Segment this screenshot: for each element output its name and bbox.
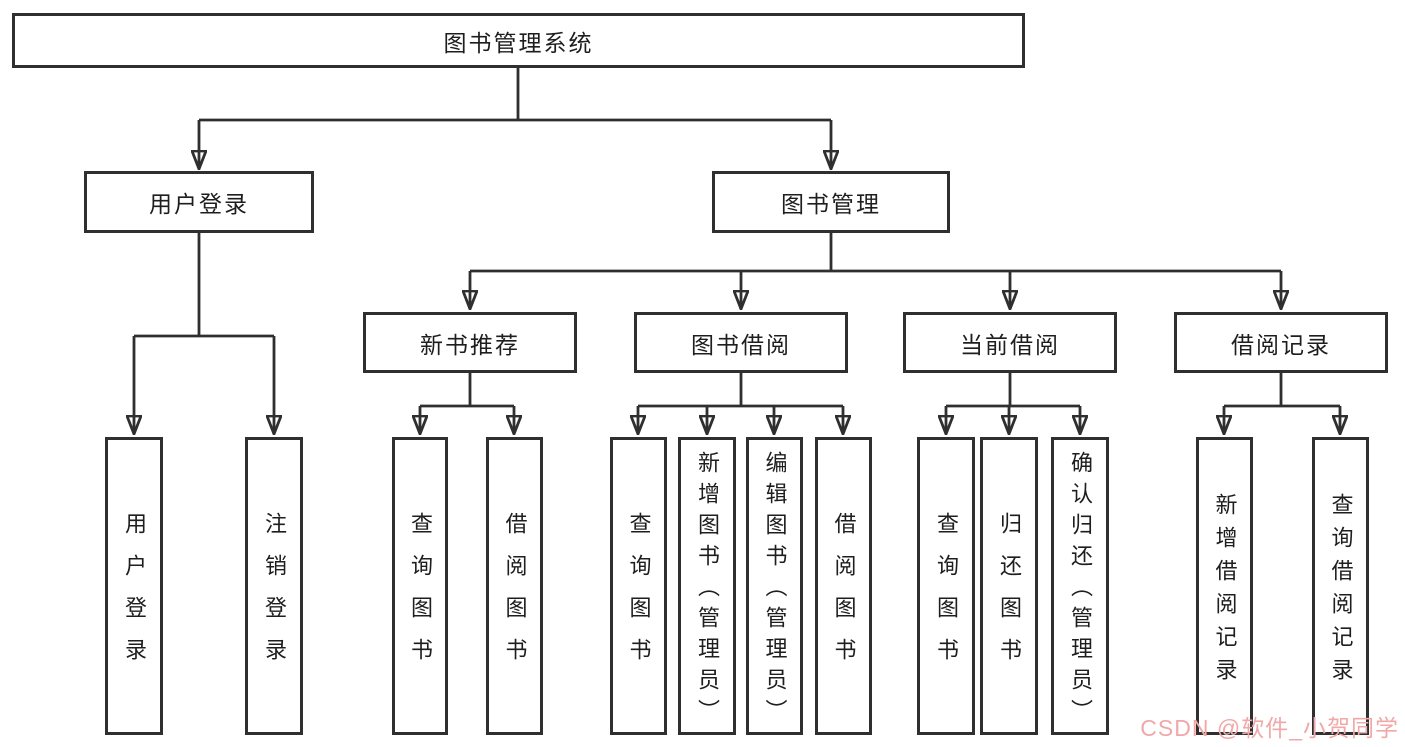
leaf-record-query: 查询借阅记录 <box>1312 437 1369 735</box>
leaf-label: 查询图书 <box>408 512 433 680</box>
leaf-label: 借阅图书 <box>831 512 857 680</box>
node-new-books: 新书推荐 <box>363 312 577 373</box>
leaf-borrow-book: 借阅图书 <box>815 437 872 735</box>
edges-root <box>199 68 831 169</box>
leaf-label: 注销登录 <box>262 512 287 680</box>
leaf-current-return: 归还图书 <box>980 437 1038 735</box>
leaf-logout: 注销登录 <box>245 437 303 735</box>
leaf-borrow-add: 新增图书（管理员） <box>678 437 736 735</box>
leaf-label: 查询借阅记录 <box>1328 492 1354 691</box>
edges-new-books <box>420 373 514 434</box>
node-book-mgmt: 图书管理 <box>712 171 950 233</box>
leaf-user-login: 用户登录 <box>105 437 163 735</box>
leaf-label: 用户登录 <box>122 512 147 680</box>
node-label: 图书借阅 <box>691 331 791 358</box>
leaf-newbooks-query: 查询图书 <box>392 437 448 735</box>
node-system-root: 图书管理系统 <box>12 13 1025 68</box>
node-label: 当前借阅 <box>960 331 1060 358</box>
leaf-label: 确认归还（管理员） <box>1068 451 1093 730</box>
node-user-login: 用户登录 <box>84 171 314 233</box>
leaf-label: 编辑图书（管理员） <box>762 451 788 730</box>
leaf-record-add: 新增借阅记录 <box>1196 437 1253 735</box>
node-label: 图书管理 <box>781 191 881 217</box>
edges-user-login <box>134 233 274 434</box>
leaf-current-query: 查询图书 <box>917 437 975 735</box>
leaf-current-confirm: 确认归还（管理员） <box>1051 437 1109 735</box>
leaf-label: 查询图书 <box>626 512 652 680</box>
node-label: 图书管理系统 <box>443 29 594 56</box>
node-book-borrow: 图书借阅 <box>634 312 848 373</box>
leaf-label: 新增借阅记录 <box>1212 492 1238 691</box>
edges-borrow-records <box>1224 373 1340 434</box>
leaf-label: 新增图书（管理员） <box>695 451 720 730</box>
node-label: 新书推荐 <box>420 331 520 358</box>
edges-book-borrow <box>638 373 843 434</box>
node-borrow-records: 借阅记录 <box>1174 312 1388 373</box>
node-label: 借阅记录 <box>1231 331 1331 358</box>
edges-book-mgmt <box>470 233 1281 309</box>
node-current-borrow: 当前借阅 <box>903 312 1117 373</box>
leaf-borrow-query: 查询图书 <box>610 437 667 735</box>
leaf-borrow-edit: 编辑图书（管理员） <box>746 437 803 735</box>
node-label: 用户登录 <box>149 191 249 217</box>
leaf-label: 归还图书 <box>997 512 1022 680</box>
csdn-watermark: CSDN @软件_小贺同学 <box>1140 715 1399 741</box>
leaf-newbooks-borrow: 借阅图书 <box>486 437 543 735</box>
edges-current-borrow <box>946 373 1080 434</box>
leaf-label: 查询图书 <box>934 512 959 680</box>
leaf-label: 借阅图书 <box>502 512 528 680</box>
